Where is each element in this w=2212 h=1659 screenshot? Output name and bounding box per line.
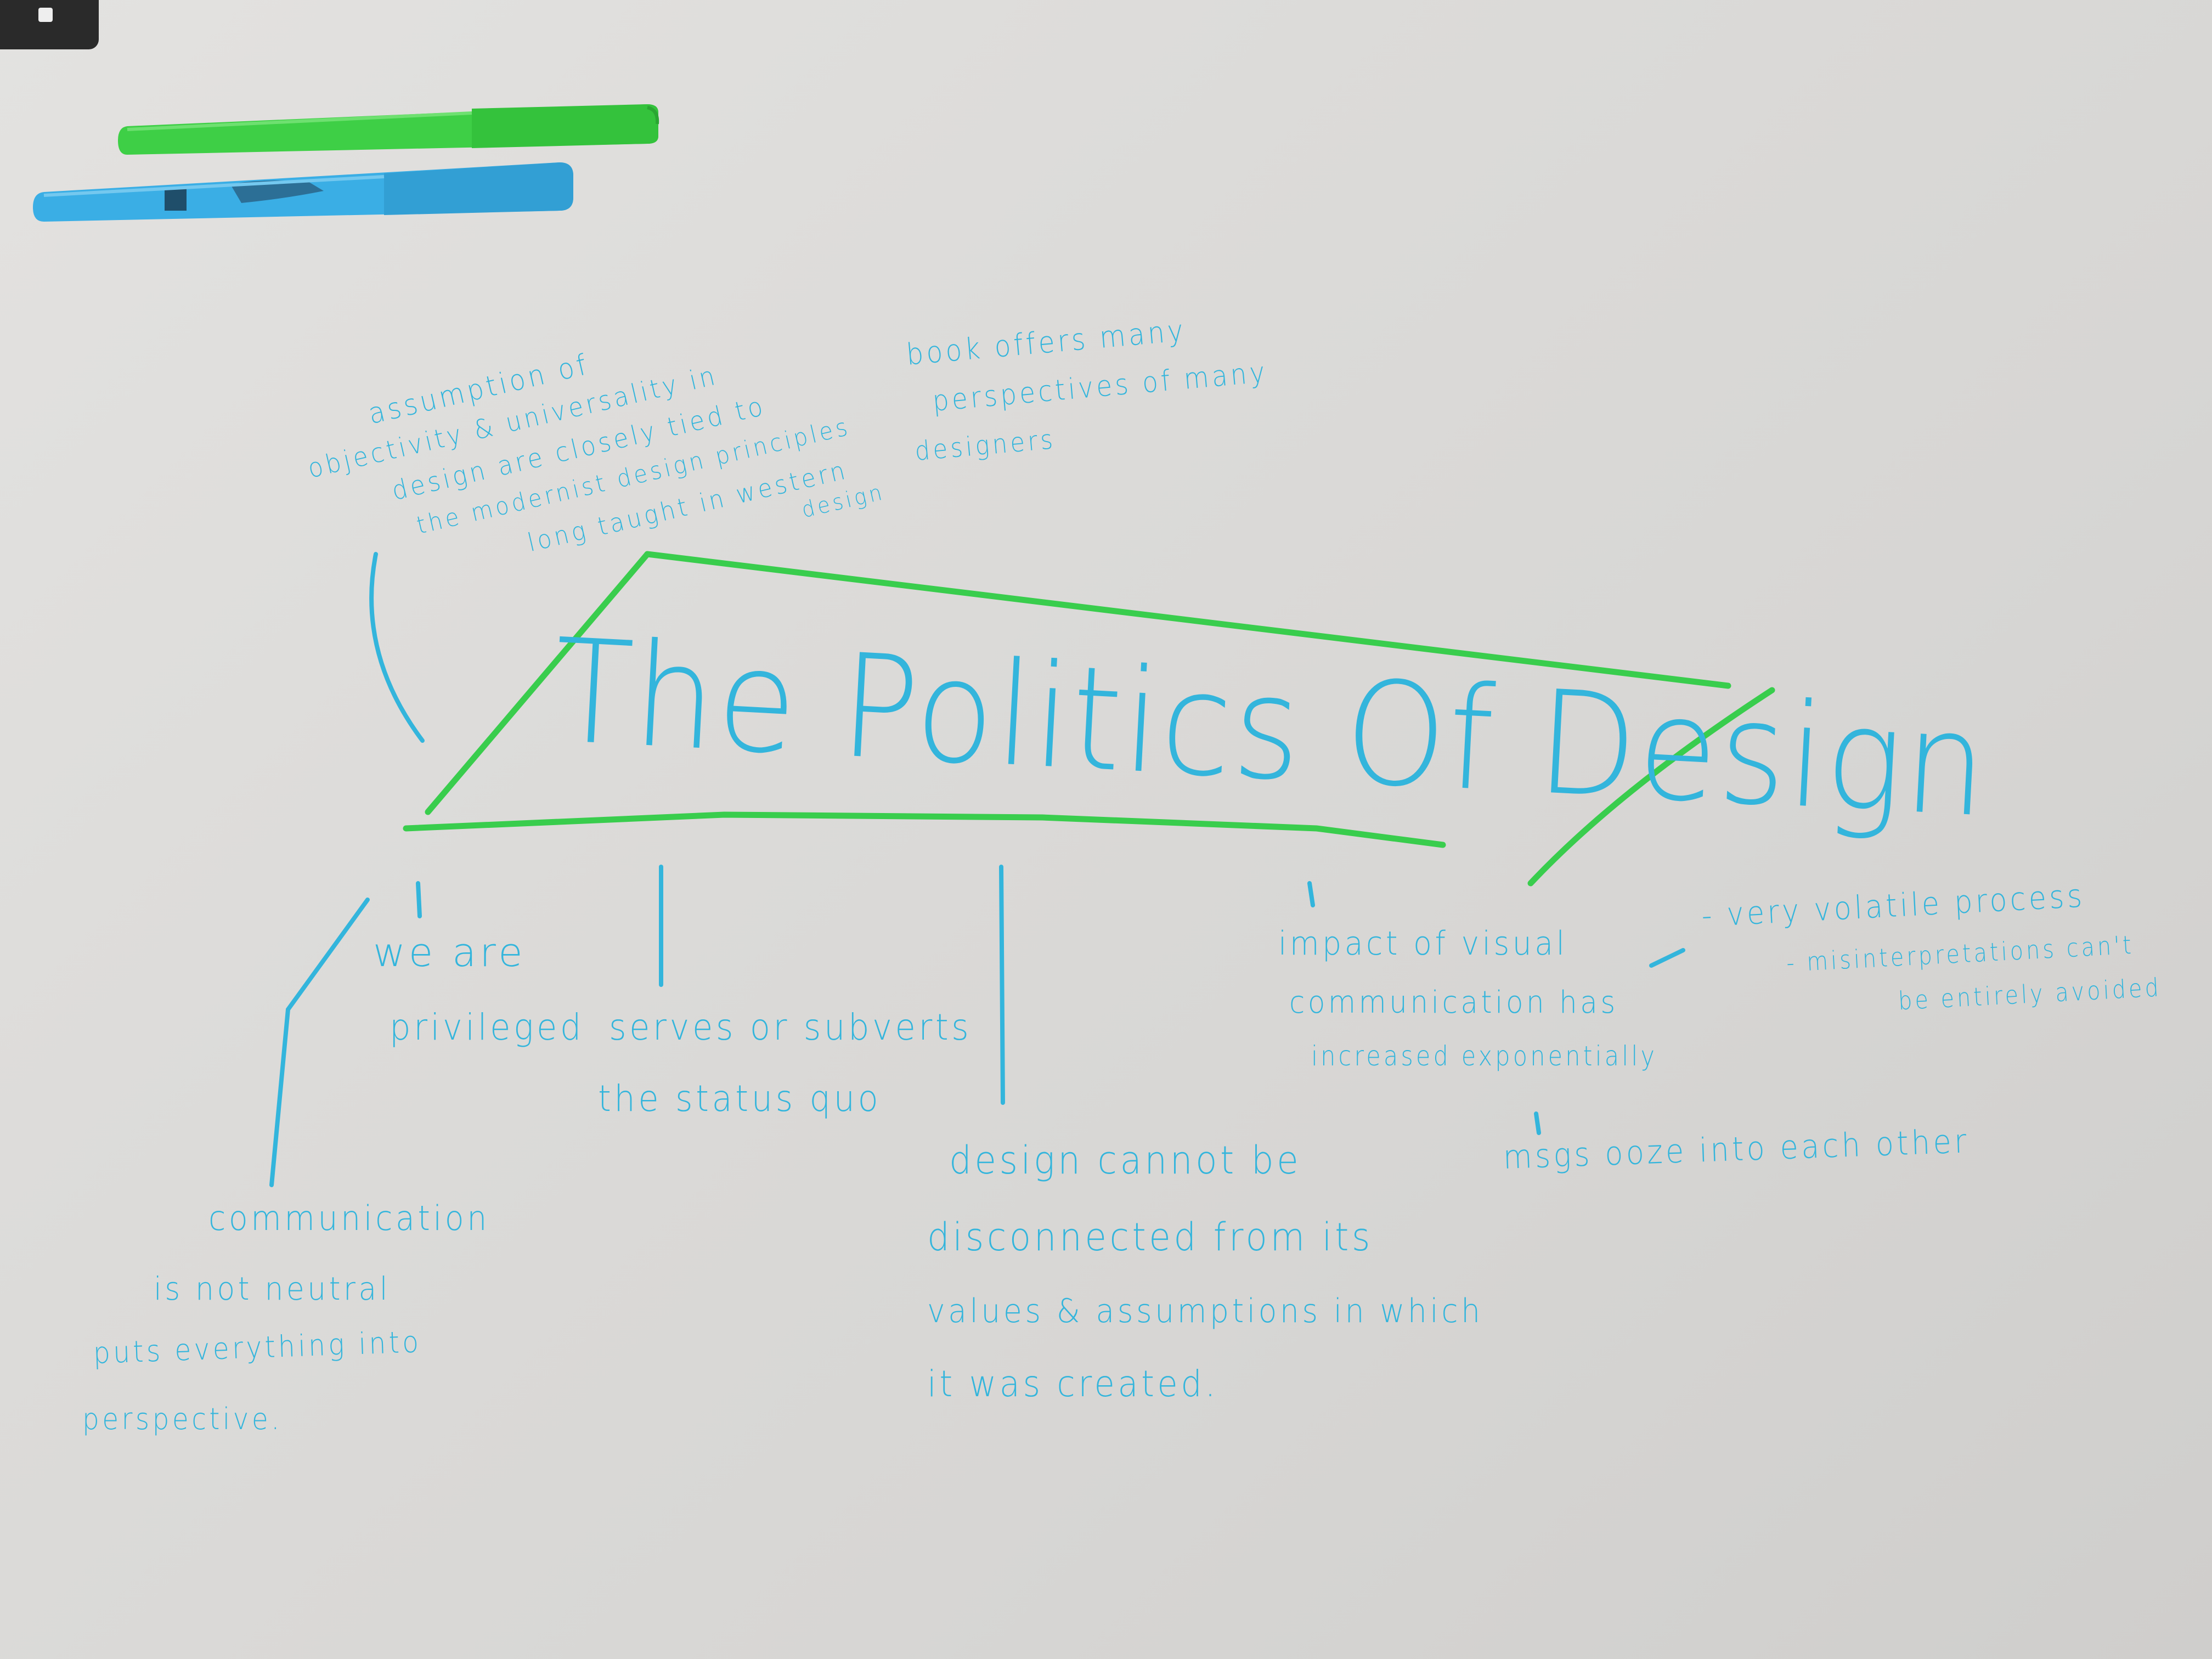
note-line: puts everything into xyxy=(92,1324,422,1370)
corner-object xyxy=(0,0,99,49)
blue-highlighter-icon xyxy=(33,162,573,222)
note-status-quo: serves or subverts the status quo xyxy=(598,1009,969,1130)
note-disconnected: design cannot be disconnected from its v… xyxy=(927,1138,1480,1426)
note-line: is not neutral xyxy=(154,1270,391,1307)
note-line: the status quo xyxy=(598,1077,882,1120)
note-line: communication has xyxy=(1289,985,1618,1020)
note-line: disconnected from its xyxy=(927,1215,1373,1260)
note-line: it was created. xyxy=(927,1363,1219,1405)
note-line: perspectives of many xyxy=(931,356,1269,418)
note-line: increased exponentially xyxy=(1311,1040,1658,1072)
note-line: design cannot be xyxy=(949,1138,1302,1183)
note-privileged: we are privileged xyxy=(373,933,592,1075)
note-line: perspective. xyxy=(82,1402,283,1436)
note-line: be entirely avoided xyxy=(1897,972,2163,1016)
note-line: serves or subverts xyxy=(609,1006,972,1048)
note-line: values & assumptions in which xyxy=(927,1292,1483,1330)
note-line: - misinterpretations can't xyxy=(1785,929,2135,978)
note-impact: impact of visual communication has incre… xyxy=(1278,927,1662,1092)
note-line: designers xyxy=(913,424,1057,467)
green-highlighter-icon xyxy=(118,104,659,155)
note-line: privileged xyxy=(390,1006,584,1048)
note-volatile: - very volatile process - misinterpretat… xyxy=(1701,874,2190,1042)
note-line: we are xyxy=(373,929,526,975)
note-line: impact of visual xyxy=(1278,924,1568,963)
note-communication: communication is not neutral puts everyt… xyxy=(82,1201,499,1459)
note-line: communication xyxy=(208,1198,490,1238)
